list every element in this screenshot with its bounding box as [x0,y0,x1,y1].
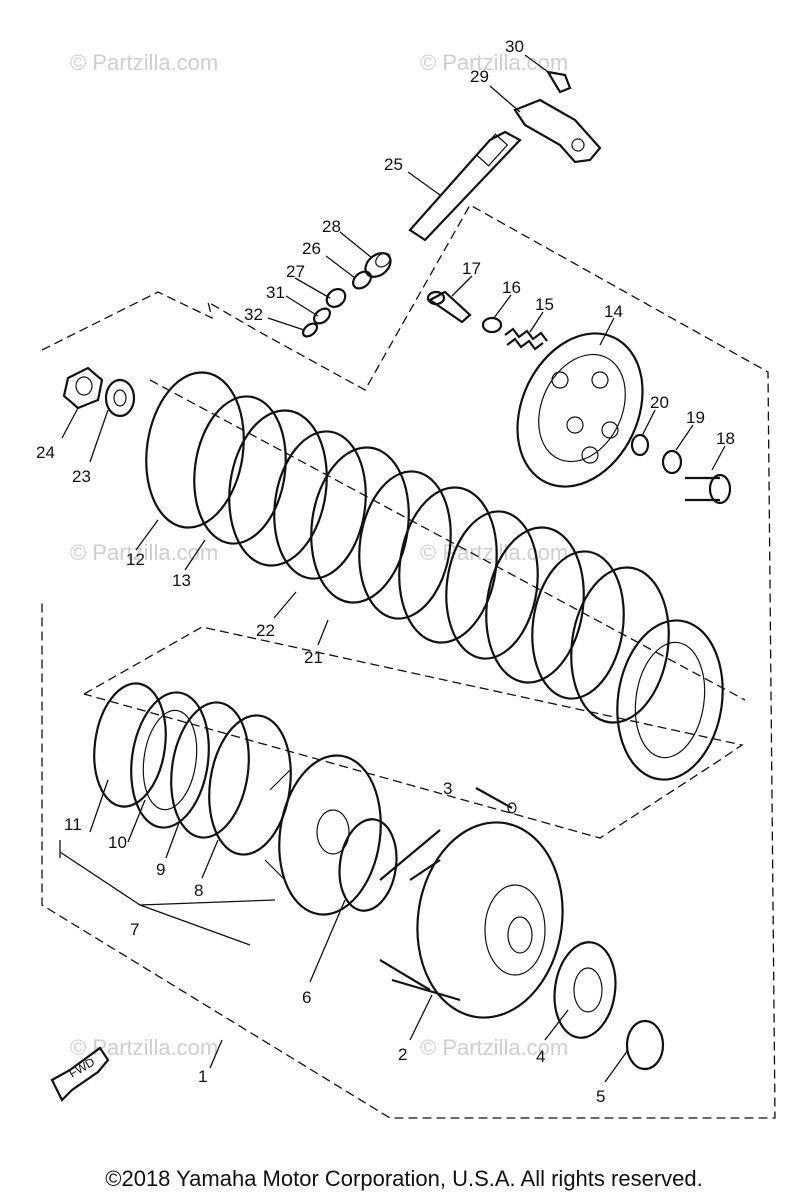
spring-9 [170,701,250,839]
push-rod-25 [408,130,522,242]
washer-26 [352,270,372,290]
circlip-31 [313,307,331,325]
callout-27: 27 [286,262,305,281]
callout-23: 23 [72,467,91,486]
watermark: © Partzilla.com [70,50,218,75]
copyright-notice: ©2018 Yamaha Motor Corporation, U.S.A. A… [105,1166,703,1191]
leader-lines [59,54,726,1083]
push-lever-29 [513,98,602,164]
callout-11: 11 [64,815,82,834]
callouts: 30 29 25 28 26 27 31 32 17 16 15 14 20 1… [36,37,735,1106]
watermark: © Partzilla.com [420,1035,568,1060]
clutch-housing-2 [379,821,564,1019]
callout-4: 4 [536,1047,545,1066]
clutch-parts-diagram: © Partzilla.com © Partzilla.com © Partzi… [36,37,776,1119]
friction-and-clutch-plates [145,371,724,781]
callout-6: 6 [302,988,311,1007]
washer-32 [301,322,319,338]
watermark: © Partzilla.com [420,540,568,565]
pressure-plate-14 [516,332,644,488]
callout-16: 16 [502,278,521,297]
bolt-17 [426,290,472,324]
callout-18: 18 [716,429,735,448]
callout-29: 29 [470,67,489,86]
bolt-3 [475,787,517,814]
spring-8 [208,714,292,856]
callout-15: 15 [535,295,554,314]
clutch-boss-7 [264,754,382,916]
watermark: © Partzilla.com [420,50,568,75]
callout-19: 19 [686,408,705,427]
callout-20: 20 [650,393,669,412]
washer-16 [481,316,503,334]
callout-26: 26 [302,239,321,258]
callout-7: 7 [130,920,139,939]
callout-24: 24 [36,443,55,462]
washer-20 [630,433,650,457]
watermark: © Partzilla.com [70,540,218,565]
callout-32: 32 [244,305,263,324]
push-lever-30 [545,70,572,94]
cushion-plate-11 [93,682,167,808]
callout-13: 13 [172,571,191,590]
watermark: © Partzilla.com [70,1035,218,1060]
callout-9: 9 [156,860,165,879]
lock-washer-23 [104,378,136,418]
callout-2: 2 [398,1045,407,1064]
circlip-5 [625,1019,665,1071]
pushrod-18 [685,473,732,505]
callout-8: 8 [194,881,203,900]
callout-5: 5 [596,1087,605,1106]
watermarks: © Partzilla.com © Partzilla.com © Partzi… [70,50,568,1060]
callout-12: 12 [126,550,145,569]
callout-21: 21 [304,648,323,667]
callout-17: 17 [462,259,481,278]
callout-3: 3 [443,779,452,798]
thrust-plate-6 [338,818,398,912]
callout-10: 10 [108,833,127,852]
cushion-plate-10 [130,691,210,829]
callout-14: 14 [604,302,623,321]
callout-28: 28 [322,217,341,236]
bearing-27 [325,288,347,308]
callout-31: 31 [266,283,285,302]
spring-15 [504,327,548,351]
bearing-19 [661,449,683,475]
callout-25: 25 [384,155,403,174]
callout-22: 22 [256,621,275,640]
gear-4 [553,941,617,1039]
callout-30: 30 [505,37,524,56]
nut-24 [62,366,104,410]
callout-1: 1 [198,1067,207,1086]
